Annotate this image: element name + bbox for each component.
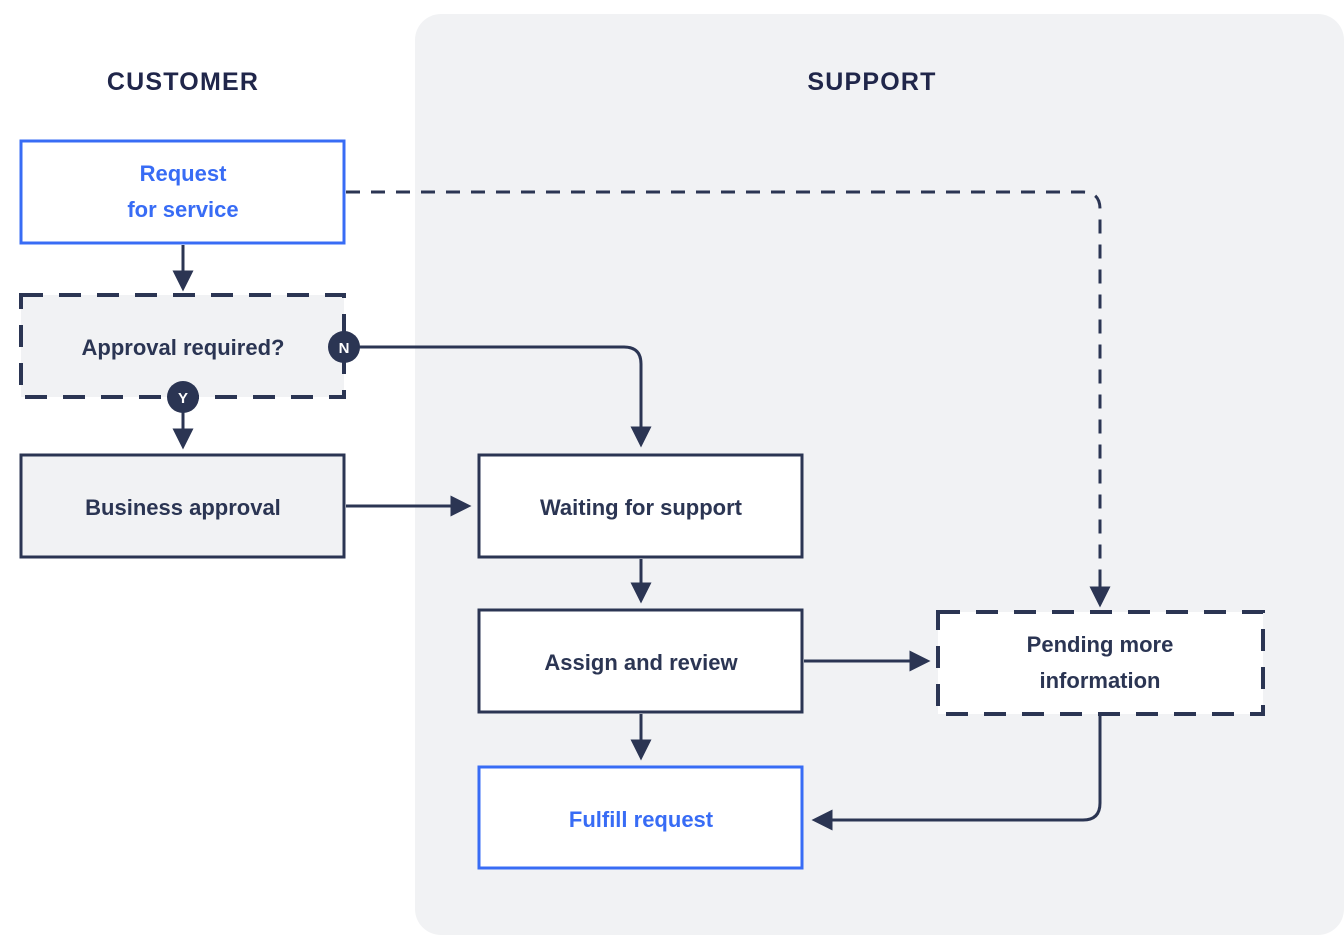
node-request-for-service-label-line2: for service <box>127 197 238 222</box>
badge-yes-circle[interactable] <box>167 381 199 413</box>
node-approval-required-box[interactable] <box>19 293 346 399</box>
node-assign-and-review-box[interactable] <box>477 608 804 714</box>
node-assign-and-review-label: Assign and review <box>544 650 738 675</box>
badge-no-label: N <box>339 340 350 357</box>
node-pending-more-information[interactable]: Pending more information <box>936 610 1265 716</box>
edge-request-to-pending <box>346 190 1102 596</box>
lane-title-customer: CUSTOMER <box>107 68 259 96</box>
badge-yes[interactable]: Y <box>167 381 199 413</box>
edge-approval-no-to-waiting <box>358 345 652 448</box>
node-request-for-service[interactable]: Request for service <box>19 139 346 245</box>
lane-title-support: SUPPORT <box>807 68 936 96</box>
node-approval-required[interactable]: Approval required? <box>19 293 346 399</box>
node-request-for-service-box[interactable] <box>19 139 346 245</box>
node-waiting-for-support-box[interactable] <box>477 453 804 559</box>
node-assign-and-review[interactable]: Assign and review <box>477 608 804 714</box>
node-fulfill-request-label: Fulfill request <box>569 807 714 832</box>
badge-no-circle[interactable] <box>328 331 360 363</box>
badge-yes-label: Y <box>178 390 188 407</box>
node-pending-more-information-label-line1: Pending more <box>1027 632 1174 657</box>
node-fulfill-request[interactable]: Fulfill request <box>477 765 804 870</box>
node-approval-required-label: Approval required? <box>82 335 285 360</box>
node-pending-more-information-label-line2: information <box>1040 668 1161 693</box>
node-pending-more-information-box[interactable] <box>936 610 1265 716</box>
node-fulfill-request-box[interactable] <box>477 765 804 870</box>
node-business-approval[interactable]: Business approval <box>19 453 346 559</box>
node-waiting-for-support[interactable]: Waiting for support <box>477 453 804 559</box>
badge-no[interactable]: N <box>328 331 360 363</box>
node-business-approval-label: Business approval <box>85 495 281 520</box>
node-business-approval-box[interactable] <box>19 453 346 559</box>
node-waiting-for-support-label: Waiting for support <box>540 495 743 520</box>
node-request-for-service-label-line1: Request <box>140 161 227 186</box>
edge-pending-to-fulfill <box>811 715 1102 831</box>
